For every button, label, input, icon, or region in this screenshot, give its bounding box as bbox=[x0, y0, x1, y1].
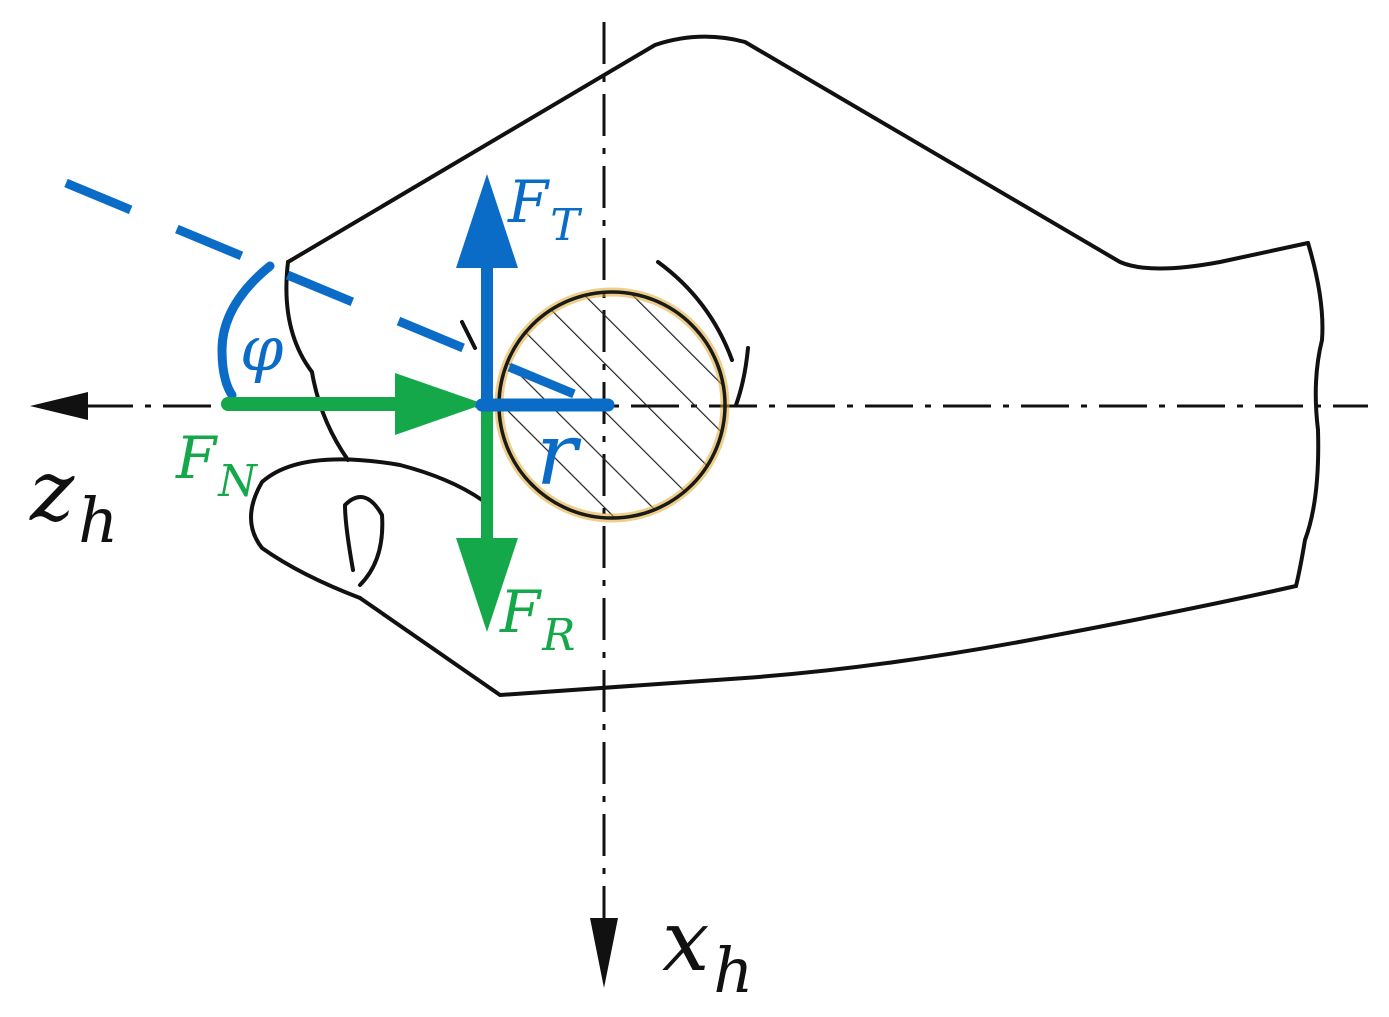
label-phi: φ bbox=[240, 312, 284, 385]
FT-arrowhead-icon bbox=[456, 174, 518, 268]
label-FT: FT bbox=[507, 168, 583, 251]
phi-angle-arc bbox=[217, 261, 275, 400]
FN-arrowhead-icon bbox=[395, 373, 484, 435]
label-FN: FN bbox=[175, 424, 258, 507]
label-FR: FR bbox=[499, 578, 575, 661]
label-x-axis: xh bbox=[662, 892, 753, 1007]
force-FN-arrow bbox=[221, 373, 484, 435]
hand-outline-icon bbox=[249, 34, 1325, 697]
label-z-axis: zh bbox=[29, 442, 118, 557]
FR-arrowhead-icon bbox=[456, 538, 518, 632]
z-axis-arrowhead-icon bbox=[30, 392, 88, 420]
label-r: r bbox=[536, 405, 582, 505]
x-axis-arrowhead-icon bbox=[590, 918, 618, 988]
angle-reference-dashed-line bbox=[64, 178, 605, 411]
force-FT-arrow bbox=[456, 174, 518, 408]
force-FR-arrow bbox=[456, 404, 518, 632]
